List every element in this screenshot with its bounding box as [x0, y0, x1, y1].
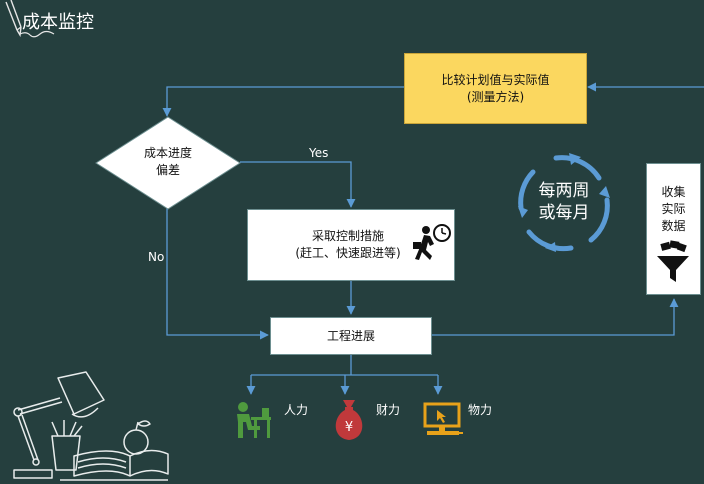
desk-lamp-books-sketch: [13, 371, 169, 481]
svg-text:¥: ¥: [345, 420, 353, 435]
resource-label-finance: 财力: [376, 403, 401, 417]
progress-box[interactable]: 工程进展: [270, 317, 432, 355]
collect-line3: 数据: [661, 219, 686, 233]
decision-line1: 成本进度: [143, 146, 192, 160]
arrow-yes: [240, 161, 356, 208]
arrow-no: [166, 208, 269, 340]
title-underline: [19, 30, 55, 38]
arrow-progress-to-collect: [431, 298, 679, 336]
decision-diamond[interactable]: [94, 116, 242, 210]
progress-box-label: 工程进展: [326, 328, 375, 343]
compare-box[interactable]: 比较计划值与实际值 (测量方法): [404, 53, 587, 124]
collect-line1: 收集: [661, 185, 686, 199]
cycle-line2: 或每月: [538, 203, 590, 223]
edge-label-yes: Yes: [309, 146, 329, 160]
resource-label-material: 物力: [468, 403, 493, 417]
pencil-icon: [5, 0, 22, 38]
money-bag-icon: ¥: [335, 400, 363, 440]
cycle-label: 每两周 或每月: [519, 180, 609, 224]
compare-box-line1: 比较计划值与实际值: [441, 72, 550, 87]
cycle-arrows-icon: [518, 153, 610, 252]
worker-at-desk-icon: [237, 402, 271, 438]
collect-line2: 实际: [661, 202, 686, 216]
data-funnel-icon: [657, 240, 689, 282]
computer-icon: [423, 402, 463, 435]
resource-label-manpower: 人力: [284, 403, 309, 417]
action-box-line1: 采取控制措施: [311, 229, 384, 243]
page-title: 成本监控: [22, 12, 94, 33]
decision-line2: 偏差: [155, 163, 180, 177]
running-man-clock-icon: [413, 224, 451, 260]
compare-box-line2: (测量方法): [466, 89, 525, 104]
cycle-line1: 每两周: [538, 181, 590, 201]
arrow-compare-to-decision: [162, 86, 404, 117]
action-box-line2: (赶工、快速跟进等): [295, 246, 401, 260]
decision-label: 成本进度 偏差: [120, 142, 216, 182]
edge-label-no: No: [148, 250, 165, 264]
